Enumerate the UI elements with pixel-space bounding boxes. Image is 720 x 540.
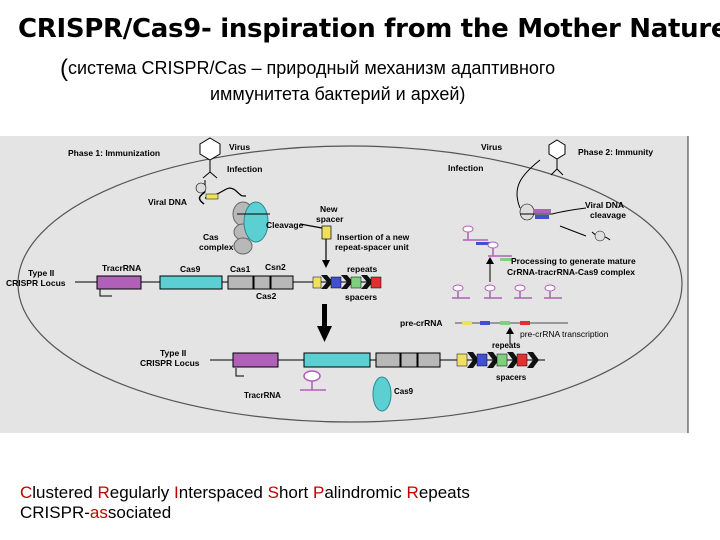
spacers-lower-label: spacers <box>496 373 527 382</box>
insertion-arrowhead <box>322 260 330 268</box>
processing-arrowhead <box>486 257 494 264</box>
tracrrna-lower-label: TracrRNA <box>244 391 281 400</box>
crispr-array-lower <box>456 352 539 368</box>
footer-line1-segment: P <box>312 483 325 502</box>
crispr-array-upper <box>312 275 382 289</box>
flow-arrow-shaft <box>322 304 327 328</box>
footer-line-1: Clustered Regularly Interspaced Short Pa… <box>20 483 470 503</box>
subtitle-line-2: иммунитета бактерий и архей) <box>210 84 466 104</box>
footer-line1-segment: lustered <box>32 483 98 502</box>
spacers-upper-label: spacers <box>345 292 377 302</box>
tracrrna-upper-label: TracrRNA <box>102 263 141 273</box>
cleavage-left-label: Cleavage <box>266 220 304 230</box>
cas-complex-label-1: Cas <box>203 232 219 242</box>
tracrrna-bracket <box>99 289 112 297</box>
locus-upper-label-1: Type II <box>28 268 54 278</box>
tracrrna-lower-bracket <box>235 368 244 377</box>
transcription-arrowhead <box>506 327 514 334</box>
bacterial-cell-outline <box>17 145 683 423</box>
cas2-gene <box>253 275 271 290</box>
tracrrna-hairpin-row <box>452 284 562 299</box>
page-title: CRISPR/Cas9- inspiration from the Mother… <box>18 14 720 44</box>
viral-dna-left-path <box>204 187 247 199</box>
footer-line1-segment: egularly <box>109 483 175 502</box>
footer-line2-segment: CRISPR- <box>20 503 90 522</box>
new-spacer-label-1: New <box>320 204 338 214</box>
cas9-gene-upper <box>159 275 223 290</box>
csn2-gene <box>270 275 294 290</box>
cas2-label: Cas2 <box>256 291 277 301</box>
virus-right-label: Virus <box>481 142 502 152</box>
viral-dna-right-pointer <box>551 207 587 215</box>
repeats-lower-label: repeats <box>492 341 521 350</box>
tracrrna-gene-lower <box>232 352 279 368</box>
subtitle-open-paren: ( <box>60 55 68 82</box>
virus-left-icon <box>199 137 221 179</box>
cas9-complex-targeting-icon <box>519 203 552 221</box>
crrna-complex-icon-1 <box>462 225 490 245</box>
footer-line1-segment: hort <box>278 483 313 502</box>
footer-line1-segment: nterspaced <box>178 483 268 502</box>
virus-right-icon <box>548 139 566 176</box>
cas1-label: Cas1 <box>230 264 251 274</box>
processing-label-1: Processing to generate mature <box>511 256 636 266</box>
tracrrna-hairpin-lower <box>300 370 326 391</box>
cleavage-right-arrow <box>559 225 587 237</box>
footer-line2-segment: sociated <box>107 503 172 522</box>
phase1-label: Phase 1: Immunization <box>68 148 160 158</box>
footer-line1-segment: R <box>406 483 419 502</box>
new-spacer-block <box>321 225 332 240</box>
viral-dna-right-label: Viral DNA <box>585 200 624 210</box>
protospacer-left <box>205 193 219 200</box>
viral-dna-left-label: Viral DNA <box>148 197 187 207</box>
locus-lower-label-2: CRISPR Locus <box>140 358 200 368</box>
footer-line1-segment: C <box>20 483 33 502</box>
cas1-gene <box>227 275 254 290</box>
cas2-gene-lower <box>400 352 418 368</box>
infection-left-label: Infection <box>227 164 262 174</box>
crispr-mechanism-diagram: Phase 1: Immunization Phase 2: Immunity … <box>0 136 689 433</box>
new-spacer-label-2: spacer <box>316 214 344 224</box>
footer-line1-segment: alindromic <box>324 483 407 502</box>
csn2-label: Csn2 <box>265 262 286 272</box>
footer-line2-segment: as <box>89 503 108 522</box>
infection-right-label: Infection <box>448 163 483 173</box>
cas9-lower-label: Cas9 <box>394 387 414 396</box>
infection-right-path <box>516 159 541 209</box>
viral-dna-left-strand <box>198 191 206 205</box>
cleaved-dna-icon <box>594 230 606 242</box>
phase2-label: Phase 2: Immunity <box>578 147 653 157</box>
tracrrna-gene-upper <box>96 275 142 290</box>
cas9-protein-lower-icon <box>372 376 392 412</box>
insertion-label-2: repeat-spacer unit <box>335 242 409 252</box>
pre-crrna-strand <box>455 321 568 325</box>
flow-arrow-head <box>317 326 332 342</box>
new-spacer-arrow <box>299 223 323 229</box>
footer-line1-segment: R <box>97 483 110 502</box>
crispr-acronym-footer: Clustered Regularly Interspaced Short Pa… <box>20 483 470 523</box>
csn2-gene-lower <box>417 352 441 368</box>
cleavage-right-label: cleavage <box>590 210 626 220</box>
phage-head-left <box>195 182 207 194</box>
footer-line1-segment: epeats <box>418 483 470 502</box>
crrna-complex-icon-2 <box>487 241 512 261</box>
subtitle-line-1: (система CRISPR/Cas – природный механизм… <box>60 55 555 83</box>
cas9-protein-icon <box>243 201 269 243</box>
locus-upper-label-2: CRISPR Locus <box>6 278 66 288</box>
virus-left-label: Virus <box>229 142 250 152</box>
locus-lower-label-1: Type II <box>160 348 186 358</box>
processing-label-2: CrRNA-tracrRNA-Cas9 complex <box>507 267 635 277</box>
footer-line-2: CRISPR-associated <box>20 503 470 523</box>
cas1-gene-lower <box>375 352 401 368</box>
insertion-label-1: Insertion of a new <box>337 232 410 242</box>
pre-crrna-label: pre-crRNA <box>400 318 443 328</box>
pre-crrna-transcription-label: pre-crRNA transcription <box>520 329 609 339</box>
footer-line1-segment: I <box>174 483 179 502</box>
cas-complex-label-2: complex <box>199 242 234 252</box>
cas9-gene-upper-label: Cas9 <box>180 264 201 274</box>
cas9-gene-lower <box>303 352 371 368</box>
repeats-upper-label: repeats <box>347 264 378 274</box>
footer-line1-segment: S <box>267 483 279 502</box>
subtitle-line-1-text: система CRISPR/Cas – природный механизм … <box>68 58 556 78</box>
